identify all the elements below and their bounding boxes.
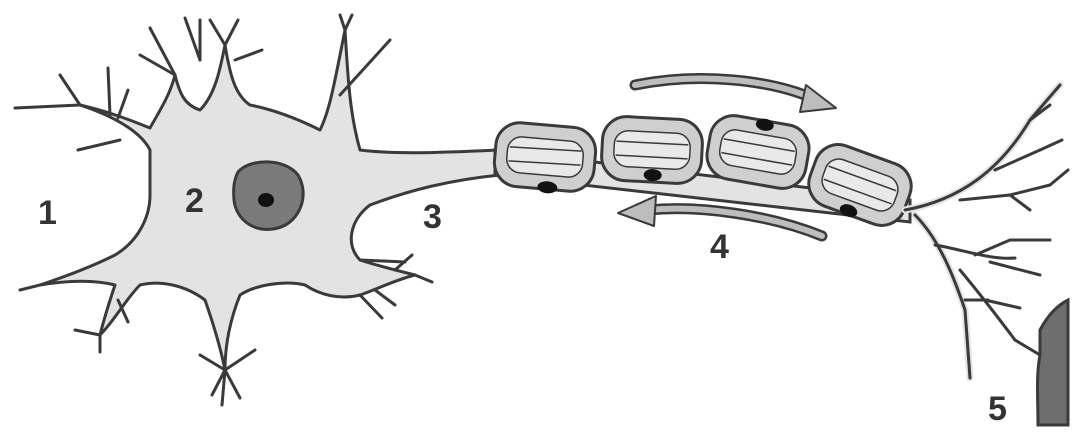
label-dendrites: 1 xyxy=(38,194,57,232)
label-signal-direction: 4 xyxy=(710,228,729,266)
arrow-right-icon xyxy=(635,79,836,112)
label-axon-hillock: 3 xyxy=(423,198,442,236)
myelin-sheath xyxy=(492,110,918,234)
label-cell-body: 2 xyxy=(185,182,204,220)
myelin-segment-2 xyxy=(600,115,703,184)
nucleolus xyxy=(258,193,274,207)
target-cell xyxy=(1038,300,1069,425)
label-axon-terminal: 5 xyxy=(988,390,1007,428)
myelin-segment-1 xyxy=(492,121,598,197)
